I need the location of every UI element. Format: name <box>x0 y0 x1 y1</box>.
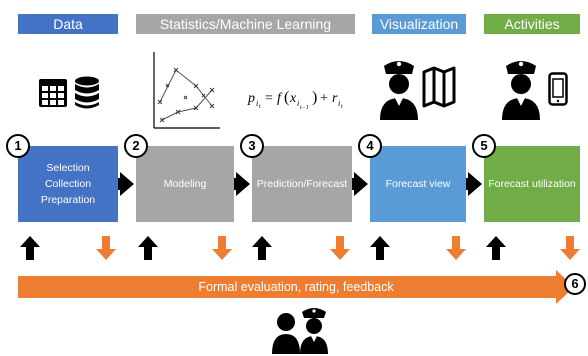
svg-text:i: i <box>297 99 299 108</box>
stage-5-forecast-utilization: Forecast utilization <box>484 146 580 222</box>
svg-text:i: i <box>338 99 340 108</box>
step-number-2: 2 <box>124 134 148 158</box>
line-chart-icon <box>153 52 220 129</box>
step-number-3: 3 <box>240 134 264 158</box>
stage-1-line-2: Collection <box>44 178 92 190</box>
step-number-5: 5 <box>472 134 496 158</box>
stage-4-forecast-view: Forecast view <box>370 146 466 222</box>
step-number-6: 6 <box>564 273 586 295</box>
step-number-4: 4 <box>358 134 382 158</box>
svg-text:t: t <box>341 104 343 110</box>
flow-arrow-icon <box>236 172 250 196</box>
stage-1-line-1: Selection <box>46 162 90 174</box>
arrow-up-icon <box>370 236 390 260</box>
svg-text:i: i <box>256 99 258 108</box>
header-activities: Activities <box>484 14 580 34</box>
formula: p i t = f ( x i t−1 ) + r i t <box>247 89 343 111</box>
header-visualization: Visualization <box>372 14 466 34</box>
arrow-down-icon <box>446 236 466 260</box>
flow-arrow-icon <box>120 172 134 196</box>
flow-arrow-icon <box>468 172 482 196</box>
flow-arrow-icon <box>354 172 368 196</box>
table-icon <box>39 79 67 107</box>
smartphone-icon <box>548 72 568 106</box>
map-icon <box>422 66 456 108</box>
svg-text:t−1: t−1 <box>300 105 309 111</box>
header-statistics-ml: Statistics/Machine Learning <box>136 14 355 34</box>
svg-text:x: x <box>289 91 297 106</box>
arrow-down-icon <box>330 236 350 260</box>
police-officer-icon <box>502 61 540 120</box>
police-officer-icon <box>380 61 418 120</box>
svg-text:f: f <box>277 91 283 106</box>
svg-text:+: + <box>320 91 328 106</box>
arrow-up-icon <box>138 236 158 260</box>
arrow-down-icon <box>560 236 580 260</box>
arrow-down-icon <box>96 236 116 260</box>
feedback-label: Formal evaluation, rating, feedback <box>198 280 394 294</box>
arrow-up-icon <box>486 236 506 260</box>
arrow-up-icon <box>20 236 40 260</box>
svg-text:p: p <box>247 91 255 106</box>
stage-1-line-3: Preparation <box>40 194 96 206</box>
step-number-1: 1 <box>6 134 30 158</box>
arrow-up-icon <box>252 236 272 260</box>
svg-text:t: t <box>259 104 261 110</box>
header-data: Data <box>18 14 118 34</box>
database-icon <box>75 76 99 109</box>
svg-text:(: ( <box>284 89 289 106</box>
svg-text:): ) <box>312 89 317 106</box>
people-icon <box>272 308 328 354</box>
stage-3-prediction: Prediction/Forecast <box>252 146 352 222</box>
svg-text:=: = <box>265 91 273 106</box>
arrow-down-icon <box>212 236 232 260</box>
svg-text:r: r <box>332 91 338 106</box>
stage-2-modeling: Modeling <box>136 146 234 222</box>
feedback-bar <box>18 270 574 304</box>
